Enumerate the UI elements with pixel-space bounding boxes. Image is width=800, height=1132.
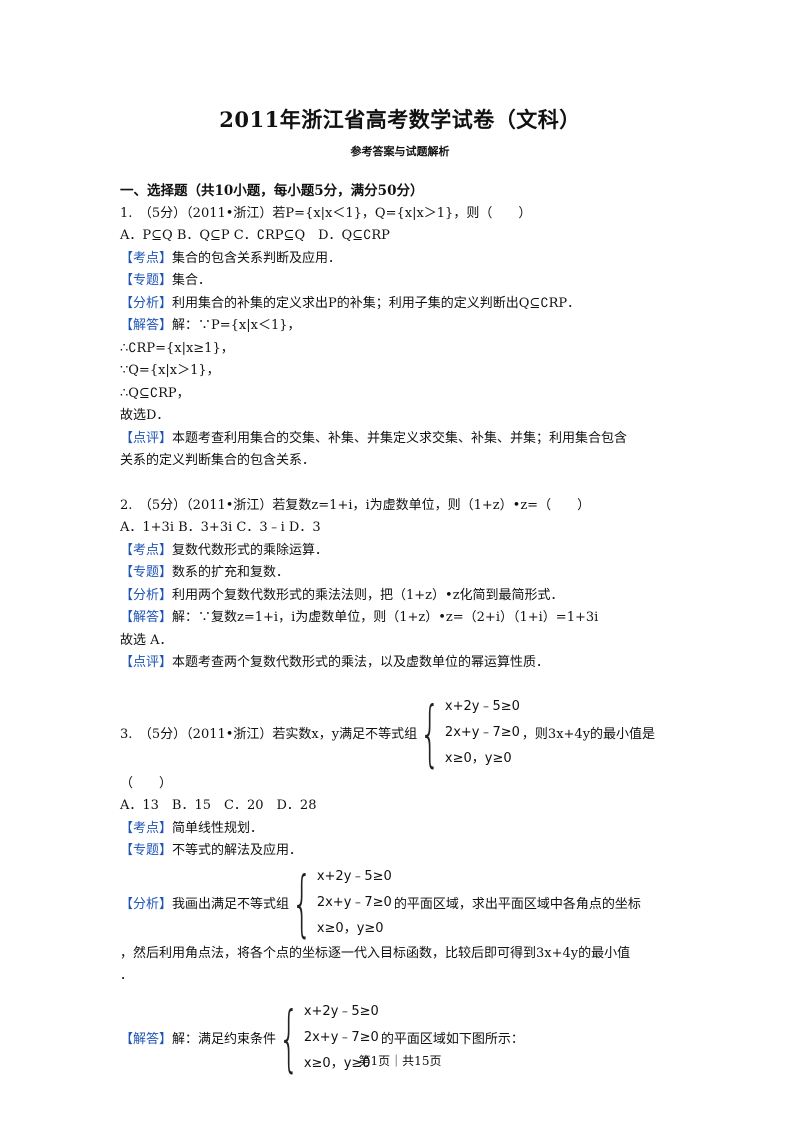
q1-kaodian-tag: 【考点】 bbox=[120, 250, 173, 266]
inequality-row: 2x+y﹣7≥0 bbox=[303, 1029, 379, 1045]
q2-zhuanti: 【专题】数系的扩充和复数． bbox=[120, 562, 680, 585]
q1-jieda-tag: 【解答】 bbox=[120, 318, 173, 333]
inequality-row: x+2y﹣5≥0 bbox=[303, 1003, 379, 1019]
q3-jieda-pre: 解：满足约束条件 bbox=[172, 1032, 277, 1047]
q2-choose: 故选 A． bbox=[120, 632, 173, 648]
q1-jieda: 【解答】解：∵P={x|x＜1}， bbox=[120, 315, 680, 338]
q3-fenxi-dot: ． bbox=[120, 968, 134, 983]
left-brace-icon: { bbox=[419, 690, 441, 775]
q2-zhuanti-text: 数系的扩充和复数． bbox=[172, 565, 290, 580]
q1-dianping-text: 本题考查利用集合的交集、补集、并集定义求交集、补集、并集；利用集合包含 bbox=[172, 430, 628, 446]
q2-jieda-tag: 【解答】 bbox=[120, 610, 173, 625]
q1-zhuanti-text: 集合． bbox=[172, 273, 212, 288]
q3-fenxi-post: 的平面区域，求出平面区域中各角点的坐标 bbox=[393, 897, 641, 912]
page-footer: 第1页｜共15页 bbox=[358, 1054, 442, 1068]
q2-kaodian: 【考点】复数代数形式的乘除运算． bbox=[120, 540, 680, 563]
q2-fenxi: 【分析】利用两个复数代数形式的乘法法则，把（1+z）•z化简到最简形式． bbox=[120, 585, 680, 608]
q2-options: A．1+3i B．3+3i C．3﹣i D．3 bbox=[120, 520, 321, 535]
q3-kaodian-tag: 【考点】 bbox=[120, 820, 173, 836]
q3-stem-pre: 3. （5分）（2011•浙江）若实数x，y满足不等式组 bbox=[120, 727, 418, 742]
inequality-row: 2x+y﹣7≥0 bbox=[444, 724, 520, 740]
q3-fenxi: 【分析】 我画出满足不等式组 { x+2y﹣5≥0 2x+y﹣7≥0 x≥0，y… bbox=[120, 863, 680, 943]
q3-options: A．13 B．15 C．20 D．28 bbox=[120, 798, 317, 813]
q3-kaodian-text: 简单线性规划． bbox=[172, 820, 264, 836]
inequality-system: x+2y﹣5≥0 2x+y﹣7≥0 x≥0，y≥0 bbox=[317, 864, 392, 942]
q3-fenxi-pre: 我画出满足不等式组 bbox=[172, 897, 290, 912]
q1-fenxi: 【分析】利用集合的补集的定义求出P的补集；利用子集的定义判断出Q⊆∁RP． bbox=[120, 293, 680, 316]
q2-dianping-text: 本题考查两个复数代数形式的乘法，以及虚数单位的幂运算性质． bbox=[172, 655, 550, 670]
q3-stem-post: ，则3x+4y的最小值是 bbox=[521, 727, 656, 742]
q2-kaodian-tag: 【考点】 bbox=[120, 542, 173, 558]
q1-dianping-tag: 【点评】 bbox=[120, 430, 173, 446]
q1-stem: 1. （5分）（2011•浙江）若P={x|x＜1}，Q={x|x＞1}，则（ … bbox=[120, 205, 532, 221]
q3-zhuanti-text: 不等式的解法及应用． bbox=[172, 843, 303, 858]
q3-fenxi-cont: ，然后利用角点法，将各个点的坐标逐一代入目标函数，比较后即可得到3x+4y的最小… bbox=[120, 945, 631, 961]
q2-zhuanti-tag: 【专题】 bbox=[120, 565, 173, 580]
q1-zhuanti: 【专题】集合． bbox=[120, 270, 680, 293]
q3-stem: 3. （5分）（2011•浙江）若实数x，y满足不等式组 { x+2y﹣5≥0 … bbox=[120, 693, 680, 773]
q3-kaodian: 【考点】简单线性规划． bbox=[120, 818, 680, 841]
q1-zhuanti-tag: 【专题】 bbox=[120, 273, 173, 288]
q1-fenxi-text: 利用集合的补集的定义求出P的补集；利用子集的定义判断出Q⊆∁RP． bbox=[172, 295, 581, 311]
inequality-system: x+2y﹣5≥0 2x+y﹣7≥0 x≥0，y≥0 bbox=[445, 694, 520, 772]
inequality-row: x+2y﹣5≥0 bbox=[444, 698, 520, 714]
section-heading: 一、选择题（共10小题，每小题5分，满分50分） bbox=[120, 183, 424, 199]
inequality-row: x≥0，y≥0 bbox=[303, 1055, 371, 1071]
inequality-row: x≥0，y≥0 bbox=[316, 920, 384, 936]
q1-jieda-text: 解：∵P={x|x＜1}， bbox=[172, 318, 301, 333]
inequality-row: x≥0，y≥0 bbox=[444, 750, 512, 766]
q2-kaodian-text: 复数代数形式的乘除运算． bbox=[172, 542, 329, 558]
q3-jieda-tag: 【解答】 bbox=[120, 1032, 173, 1047]
q1-step: ∴Q⊆∁RP， bbox=[120, 385, 190, 401]
q1-step: 故选D． bbox=[120, 408, 170, 423]
q1-options: A．P⊆Q B．Q⊆P C．∁RP⊆Q D．Q⊆∁RP bbox=[120, 228, 390, 243]
q3-zhuanti: 【专题】不等式的解法及应用． bbox=[120, 840, 680, 863]
page-subtitle: 参考答案与试题解析 bbox=[350, 145, 450, 158]
content: 一、选择题（共10小题，每小题5分，满分50分） 1. （5分）（2011•浙江… bbox=[120, 180, 680, 1078]
q1-kaodian: 【考点】集合的包含关系判断及应用． bbox=[120, 248, 680, 271]
q2-dianping-tag: 【点评】 bbox=[120, 655, 173, 670]
q3-jieda-post: 的平面区域如下图所示： bbox=[380, 1032, 524, 1047]
spacer bbox=[120, 473, 680, 495]
q3-zhuanti-tag: 【专题】 bbox=[120, 843, 173, 858]
q1-dianping-cont: 关系的定义判断集合的包含关系． bbox=[120, 453, 316, 468]
page-title: 2011年浙江省高考数学试卷（文科） bbox=[219, 107, 581, 132]
spacer bbox=[120, 675, 680, 693]
q2-stem: 2. （5分）（2011•浙江）若复数z=1+i，i为虚数单位，则（1+z）•z… bbox=[120, 497, 591, 513]
left-brace-icon: { bbox=[278, 995, 300, 1080]
inequality-system: x+2y﹣5≥0 2x+y﹣7≥0 x≥0，y≥0 bbox=[304, 999, 379, 1077]
q3-paren: （ ） bbox=[120, 775, 173, 791]
q1-step: ∴∁RP={x|x≥1}， bbox=[120, 340, 234, 356]
left-brace-icon: { bbox=[291, 860, 313, 945]
q2-fenxi-tag: 【分析】 bbox=[120, 587, 173, 603]
inequality-row: 2x+y﹣7≥0 bbox=[316, 894, 392, 910]
q1-dianping: 【点评】本题考查利用集合的交集、补集、并集定义求交集、补集、并集；利用集合包含 bbox=[120, 428, 680, 451]
q1-kaodian-text: 集合的包含关系判断及应用． bbox=[172, 250, 342, 266]
q1-fenxi-tag: 【分析】 bbox=[120, 295, 173, 311]
q2-fenxi-text: 利用两个复数代数形式的乘法法则，把（1+z）•z化简到最简形式． bbox=[172, 587, 564, 603]
q2-jieda-text: 解：∵复数z=1+i，i为虚数单位，则（1+z）•z=（2+i）（1+i）=1+… bbox=[172, 610, 599, 625]
q2-jieda: 【解答】解：∵复数z=1+i，i为虚数单位，则（1+z）•z=（2+i）（1+i… bbox=[120, 607, 680, 630]
q3-fenxi-tag: 【分析】 bbox=[120, 897, 173, 912]
inequality-row: x+2y﹣5≥0 bbox=[316, 868, 392, 884]
q2-dianping: 【点评】本题考查两个复数代数形式的乘法，以及虚数单位的幂运算性质． bbox=[120, 652, 680, 675]
q3-jieda: 【解答】 解：满足约束条件 { x+2y﹣5≥0 2x+y﹣7≥0 x≥0，y≥… bbox=[120, 998, 680, 1078]
q1-step: ∵Q={x|x＞1}， bbox=[120, 363, 220, 378]
